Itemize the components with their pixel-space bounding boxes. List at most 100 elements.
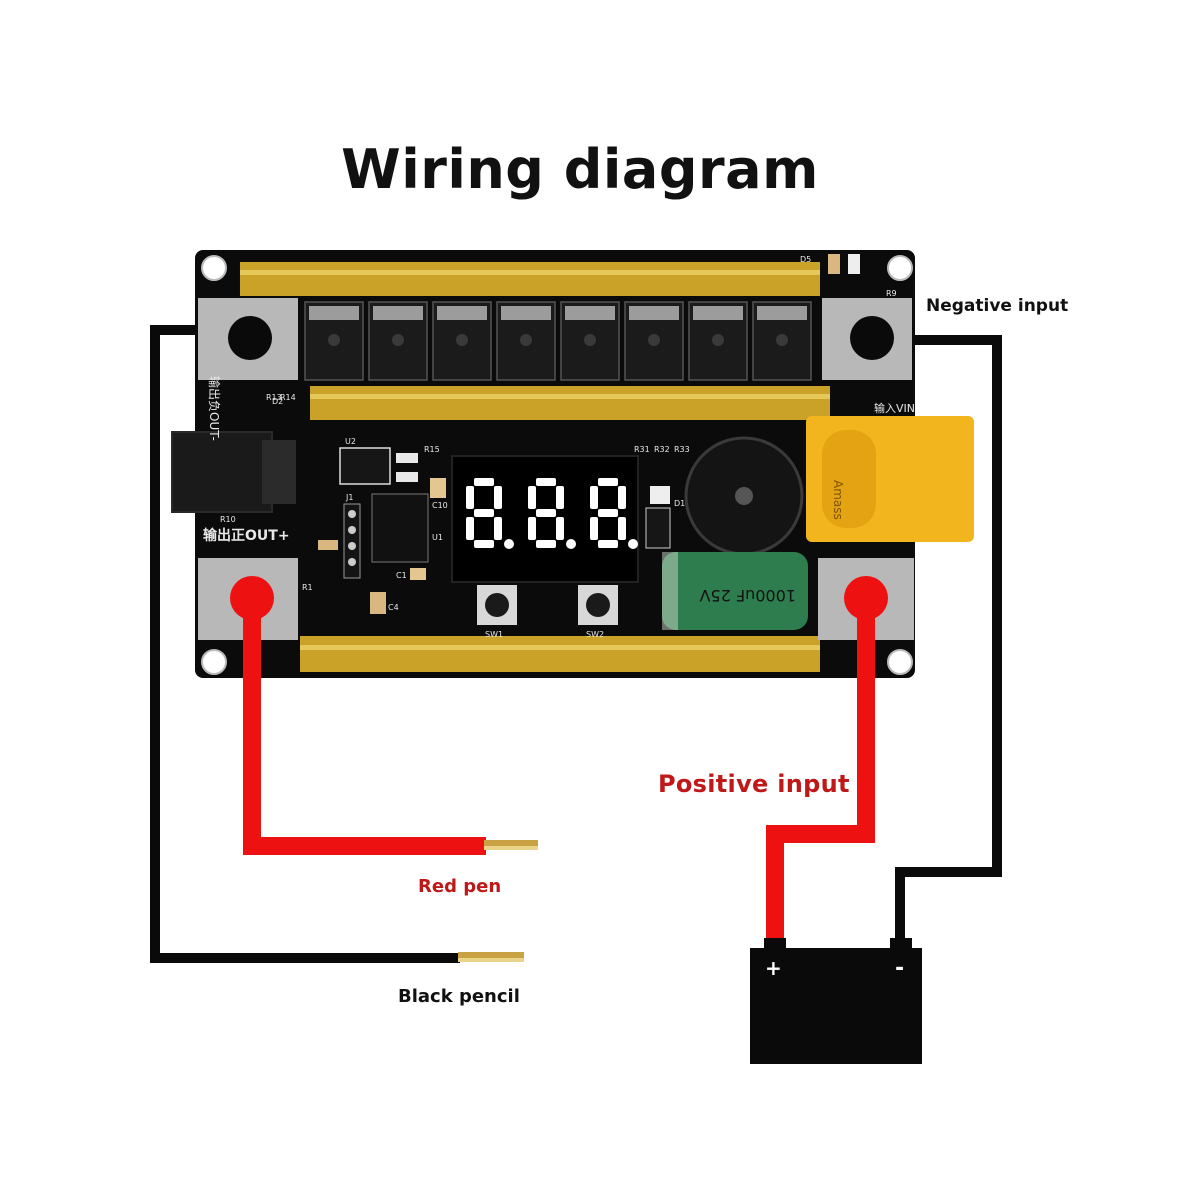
buzzer-hole <box>735 487 753 505</box>
dc-jack <box>171 431 273 513</box>
display-segment <box>494 486 502 509</box>
mosfet-hole <box>584 334 596 346</box>
silk-ref-r31: R31 <box>634 445 650 454</box>
display-decimal-point <box>566 539 576 549</box>
display-decimal-point <box>504 539 514 549</box>
display-segment <box>474 478 494 486</box>
red-wire-left <box>230 576 538 855</box>
silk-ref-r10: R10 <box>220 515 236 524</box>
smd-resistor <box>396 472 418 482</box>
mosfet-hole <box>520 334 532 346</box>
display-segment <box>618 486 626 509</box>
silk-ref-r15: R15 <box>424 445 440 454</box>
mounting-hole <box>887 649 913 675</box>
mosfet-hole <box>776 334 788 346</box>
display-segment <box>536 478 556 486</box>
red-pen-label: Red pen <box>418 876 502 897</box>
mounting-hole <box>201 649 227 675</box>
diode-d1 <box>645 507 671 549</box>
silk-ref-u1: U1 <box>432 533 443 542</box>
smd-capacitor <box>318 540 338 550</box>
header-j1 <box>343 503 361 579</box>
smd-capacitor-c1 <box>410 568 426 580</box>
silk-ref-r9: R9 <box>886 289 897 298</box>
silk-ref-j1: J1 <box>345 493 353 502</box>
connector-brand: Amass <box>831 480 845 520</box>
display-segment <box>536 540 556 548</box>
silk-ref-u2: U2 <box>345 437 356 446</box>
silk-ref-c1: C1 <box>396 571 407 580</box>
smd-r9 <box>848 254 860 274</box>
capacitor-label: 1000uF 25V <box>699 586 796 605</box>
mosfet-tab <box>565 306 615 320</box>
silk-ref-d2: D2 <box>272 397 283 406</box>
display-segment <box>536 509 556 517</box>
regulator-chip-u2 <box>339 447 391 485</box>
battery-plus-sign: + <box>765 956 782 980</box>
silk-ref-c4: C4 <box>388 603 399 612</box>
display-segment <box>556 486 564 509</box>
mosfet-tab <box>757 306 807 320</box>
silk-ref-d1: D1 <box>674 499 685 508</box>
silk-ref-r33: R33 <box>674 445 690 454</box>
red-pen-tip <box>484 840 538 846</box>
silk-ref-r13: R13 <box>266 393 282 402</box>
smd-resistor <box>396 453 418 463</box>
mosfet-hole <box>712 334 724 346</box>
display-segment <box>590 486 598 509</box>
smd-capacitor-c4 <box>370 592 386 614</box>
display-segment <box>598 478 618 486</box>
silk-sw2: SW2 <box>586 630 604 639</box>
mosfet-tab <box>693 306 743 320</box>
red-wire-right <box>766 576 888 948</box>
silk-ref-r14: R14 <box>280 393 296 402</box>
display-digits <box>466 478 638 549</box>
mcu-chip-u1 <box>371 493 429 563</box>
mounting-hole <box>887 255 913 281</box>
gold-busbar-top <box>240 262 820 296</box>
mosfet-hole <box>648 334 660 346</box>
black-pencil-label: Black pencil <box>398 986 520 1007</box>
mosfet-tab <box>373 306 423 320</box>
mosfet-hole <box>328 334 340 346</box>
mosfet-tab <box>629 306 679 320</box>
mosfet-row <box>304 301 812 381</box>
gold-busbar-middle <box>310 386 830 420</box>
display-segment <box>618 517 626 540</box>
display-segment <box>598 509 618 517</box>
display-segment <box>474 540 494 548</box>
smd-resistor-r31 <box>650 486 670 504</box>
silk-sw1: SW1 <box>485 630 503 639</box>
mosfet-tab <box>501 306 551 320</box>
page-title: Wiring diagram <box>341 138 819 201</box>
dc-jack-body <box>262 440 296 504</box>
silk-ref-c10: C10 <box>432 501 448 510</box>
terminal-screw-negative <box>850 316 894 360</box>
gold-busbar-bottom <box>300 636 820 672</box>
mosfet-hole <box>392 334 404 346</box>
black-pencil-tip <box>458 952 524 958</box>
electrolytic-capacitor <box>662 552 808 630</box>
seven-segment-display <box>451 455 639 583</box>
display-segment <box>466 517 474 540</box>
silk-vin: 输入VIN <box>874 401 915 415</box>
display-segment <box>556 517 564 540</box>
mosfet-tab <box>309 306 359 320</box>
positive-input-label: Positive input <box>658 770 850 798</box>
display-segment <box>466 486 474 509</box>
silk-ref-r32: R32 <box>654 445 670 454</box>
mosfet-hole <box>456 334 468 346</box>
mosfet-tab <box>437 306 487 320</box>
battery: + - <box>750 938 922 1064</box>
display-segment <box>590 517 598 540</box>
smd-capacitor-c10 <box>430 478 446 498</box>
battery-body <box>750 948 922 1064</box>
negative-input-label: Negative input <box>926 296 1069 316</box>
display-segment <box>528 486 536 509</box>
xt60-lock <box>822 430 876 528</box>
display-segment <box>598 540 618 548</box>
battery-minus-sign: - <box>895 956 904 981</box>
display-segment <box>528 517 536 540</box>
